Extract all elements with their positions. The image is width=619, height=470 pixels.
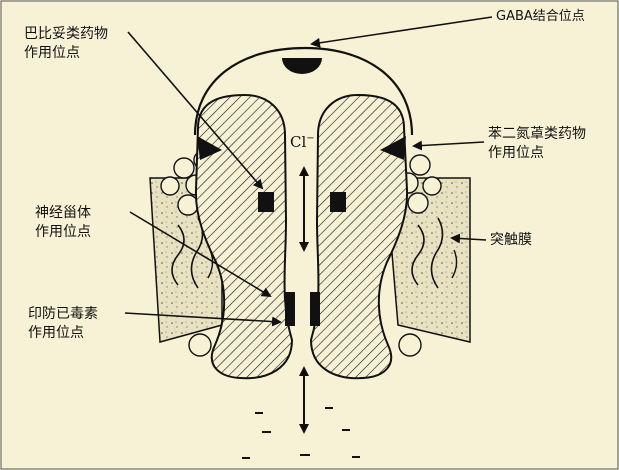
label-gaba-site: GABA结合位点 bbox=[496, 7, 585, 26]
ion-dashes bbox=[242, 408, 360, 458]
gaba-binding-site bbox=[282, 58, 322, 74]
leader-gaba bbox=[312, 17, 492, 44]
label-barbiturate-site: 巴比妥类药物 作用位点 bbox=[24, 25, 108, 63]
picrotoxin-site-left bbox=[285, 292, 295, 326]
receptor-subunit-right bbox=[311, 95, 407, 378]
receptor-subunit-left bbox=[196, 95, 292, 378]
label-benzodiazepine-site: 苯二氮䓬类药物 作用位点 bbox=[488, 125, 586, 163]
label-neurosteroid-site: 神经甾体 作用位点 bbox=[35, 204, 91, 242]
label-chloride-ion: Cl− bbox=[290, 129, 315, 152]
leader-benzodiazepine bbox=[414, 142, 484, 146]
barbiturate-site-right bbox=[330, 192, 346, 212]
label-picrotoxin-site: 印防已毒素 作用位点 bbox=[28, 305, 98, 343]
picrotoxin-site-right bbox=[310, 292, 320, 326]
label-synaptic-membrane: 突触膜 bbox=[490, 231, 532, 250]
barbiturate-site-left bbox=[258, 192, 274, 212]
